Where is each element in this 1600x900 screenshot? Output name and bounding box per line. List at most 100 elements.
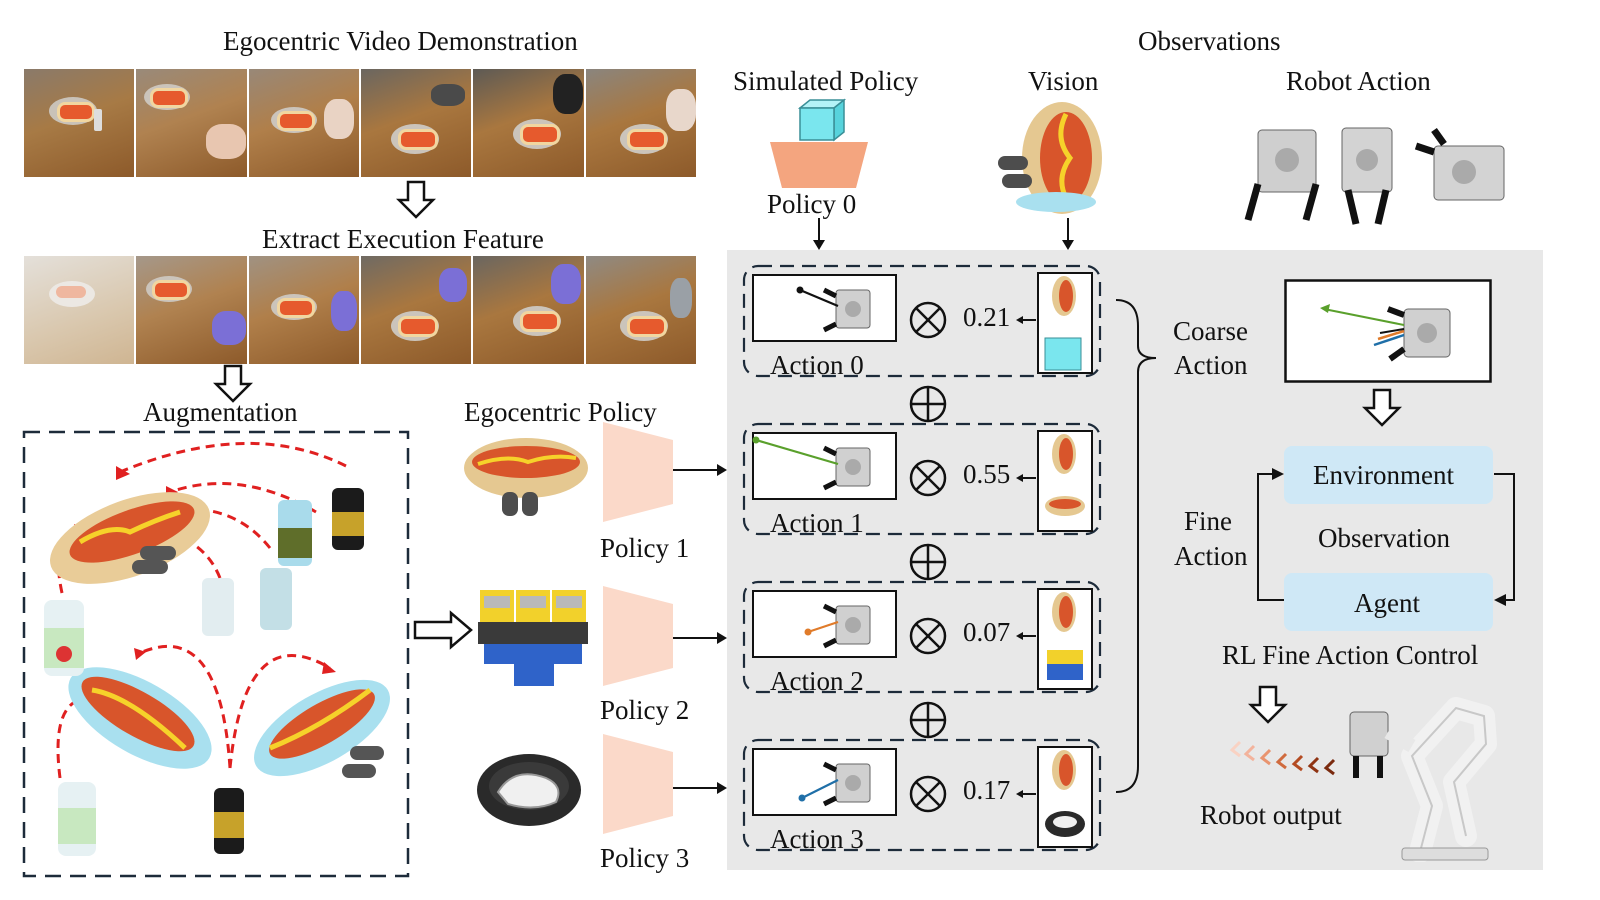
action-row-frame [742, 422, 1102, 536]
egocentric-policy-title: Egocentric Policy [464, 397, 657, 427]
video-frame-6 [585, 69, 696, 177]
video-frame-4 [360, 69, 472, 177]
action-arrow-box [752, 748, 897, 816]
weight-arrow-head [1016, 474, 1023, 482]
video-frame-2 [136, 69, 247, 177]
gripper-joint [845, 617, 861, 633]
feature-frame-5 [473, 256, 584, 364]
weight-arrow-head [1016, 632, 1023, 640]
feature-frame-3 [248, 256, 359, 364]
trajectory-chevrons [1229, 740, 1336, 776]
sum-bracket [1115, 299, 1157, 793]
augmentation-title: Augmentation [143, 397, 298, 427]
action-row-0 [742, 264, 1102, 423]
policy-to-action-arrows [673, 464, 727, 794]
coarse-label-line2: Action [1174, 350, 1248, 380]
multiply-icon-stroke [915, 781, 941, 807]
video-frame-3 [248, 69, 359, 177]
feature-frame-4 [360, 256, 472, 364]
action-arrow-box [752, 590, 897, 658]
feature-frame-6 [585, 256, 696, 364]
environment-box [1284, 446, 1493, 504]
down-arrow-icon [396, 180, 436, 219]
video-frame-1 [24, 69, 135, 177]
feature-frame-1 [24, 256, 135, 364]
gripper-finger [822, 761, 838, 807]
rl-loop-arrows [1257, 468, 1515, 606]
gripper-joint [845, 301, 861, 317]
gripper-finger [822, 445, 838, 491]
hotdog-object-icon [464, 438, 588, 516]
gripper-finger [822, 603, 838, 649]
extract-title: Extract Execution Feature [262, 224, 544, 254]
down-arrow-icon [213, 364, 253, 403]
multiply-icon-stroke [915, 465, 941, 491]
vision-label: Vision [1028, 66, 1099, 96]
policy-0-label: Policy 0 [767, 189, 857, 219]
coarse-label-line1: Coarse [1173, 316, 1248, 346]
action-row-3 [742, 738, 1102, 852]
multiply-icon [909, 459, 947, 497]
hotdog-plush-icon [50, 492, 210, 584]
observation-headset [1053, 816, 1077, 828]
agent-box [1284, 573, 1493, 631]
observation-hotdog-sausage [1059, 754, 1073, 786]
weight-arrow-head [1016, 790, 1023, 798]
vision-down-arrow [1062, 218, 1074, 250]
action-row-frame [742, 738, 1102, 852]
gripper-finger [822, 287, 838, 333]
policy-3-network [603, 734, 673, 834]
action-1-weight: 0.55 [963, 459, 1011, 489]
augmentation-panel [22, 430, 410, 878]
simulated-policy-label: Simulated Policy [733, 66, 919, 96]
action-row-frame [742, 264, 1102, 378]
policy-1-network [603, 422, 673, 522]
feature-frame-2 [136, 256, 247, 364]
action-direction-arrow [801, 779, 839, 799]
observation-hotdog-sausage [1059, 596, 1073, 628]
action-arrow-head [796, 286, 804, 294]
gripper-joint [845, 775, 861, 791]
simulated-policy-icon [770, 98, 868, 188]
feature-frame-strip [24, 256, 696, 364]
policy-2-label: Policy 2 [600, 695, 690, 725]
robot-action-label: Robot Action [1286, 66, 1431, 96]
action-1-label: Action 1 [770, 508, 864, 538]
down-arrow-icon [1362, 388, 1402, 427]
down-arrow-icon [1248, 685, 1288, 724]
policy-2-network [603, 586, 673, 686]
gripper-joint [845, 459, 861, 475]
gripper-pose-icons [1244, 127, 1505, 225]
action-2-weight: 0.07 [963, 617, 1011, 647]
policy-1-label: Policy 1 [600, 533, 690, 563]
observation-label: Observation [1318, 523, 1450, 553]
coarse-action-box [1284, 279, 1492, 383]
multiply-icon-stroke [915, 307, 941, 333]
video-title: Egocentric Video Demonstration [223, 26, 578, 56]
action-3-label: Action 3 [770, 824, 864, 854]
action-3-weight: 0.17 [963, 775, 1011, 805]
action-row-2 [742, 580, 1102, 739]
right-arrow-icon [413, 610, 473, 650]
observations-title: Observations [1138, 26, 1281, 56]
multiply-icon-stroke [915, 623, 941, 649]
multiply-icon [909, 617, 947, 655]
headset-case-icon [477, 754, 581, 826]
action-row-1 [742, 422, 1102, 581]
action-row-frame [742, 580, 1102, 694]
action-arrow-head [752, 436, 760, 444]
video-frame-strip [24, 69, 696, 177]
weight-arrow-head [1016, 316, 1023, 324]
action-0-weight: 0.21 [963, 302, 1011, 332]
policy-3-label: Policy 3 [600, 843, 690, 873]
robot-arm-icon [1349, 697, 1497, 862]
action-arrow-head [798, 794, 806, 802]
fine-label-line1: Fine [1184, 506, 1233, 536]
action-direction-arrow [807, 620, 839, 634]
action-arrow-head [804, 628, 812, 636]
multiply-icon [909, 775, 947, 813]
action-arrow-box [752, 274, 897, 342]
observation-hotdog-sausage [1059, 438, 1073, 470]
action-rows [742, 264, 1102, 852]
video-frame-5 [473, 69, 584, 177]
